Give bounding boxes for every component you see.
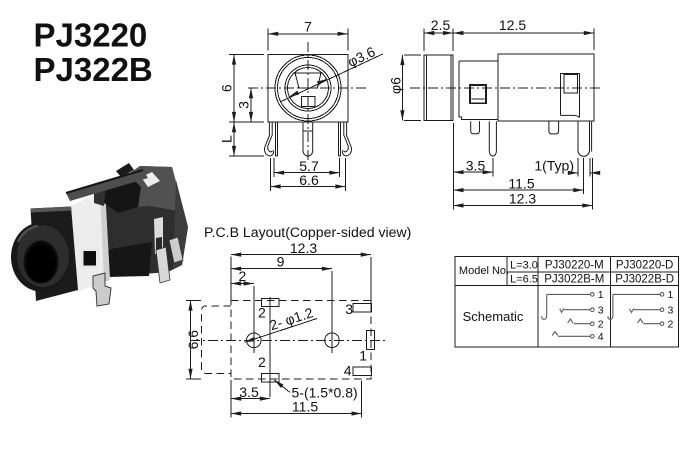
svg-text:2: 2 — [668, 319, 674, 331]
svg-text:3: 3 — [236, 101, 252, 109]
svg-text:PJ322B: PJ322B — [34, 51, 153, 88]
svg-text:6.6: 6.6 — [299, 172, 319, 188]
svg-text:5-(1.5*0.8): 5-(1.5*0.8) — [292, 384, 358, 400]
svg-text:7: 7 — [304, 19, 312, 35]
svg-text:2.5: 2.5 — [431, 17, 451, 33]
svg-text:2- φ1.2: 2- φ1.2 — [267, 304, 315, 333]
svg-text:L=6.5: L=6.5 — [510, 273, 538, 285]
svg-text:2: 2 — [598, 319, 604, 331]
svg-text:9: 9 — [277, 254, 285, 270]
svg-text:PJ3022B-D: PJ3022B-D — [615, 273, 674, 285]
svg-text:PJ30220-D: PJ30220-D — [616, 259, 674, 271]
svg-text:2: 2 — [258, 305, 266, 321]
svg-text:6: 6 — [219, 84, 235, 92]
svg-text:PJ30220-M: PJ30220-M — [545, 259, 604, 271]
svg-text:12.3: 12.3 — [290, 240, 317, 256]
svg-text:3.5: 3.5 — [239, 384, 259, 400]
svg-text:2: 2 — [258, 354, 266, 370]
svg-text:11.5: 11.5 — [292, 399, 318, 415]
svg-text:3.5: 3.5 — [466, 157, 486, 173]
svg-text:4: 4 — [344, 362, 352, 378]
svg-text:1(Typ): 1(Typ) — [534, 158, 574, 174]
svg-text:5.7: 5.7 — [299, 158, 319, 174]
svg-text:L: L — [219, 135, 235, 143]
svg-text:3: 3 — [345, 301, 353, 317]
svg-text:P.C.B Layout(Copper-sided view: P.C.B Layout(Copper-sided view) — [204, 224, 411, 240]
svg-text:PJ3022B-M: PJ3022B-M — [544, 273, 604, 285]
svg-text:φ3.6: φ3.6 — [345, 43, 378, 70]
svg-text:1: 1 — [359, 347, 367, 363]
svg-text:1: 1 — [668, 289, 674, 301]
svg-text:4: 4 — [598, 331, 604, 343]
svg-text:Model No.: Model No. — [459, 265, 509, 277]
svg-text:3: 3 — [668, 305, 674, 317]
svg-text:6.6: 6.6 — [185, 330, 201, 350]
svg-text:PJ3220: PJ3220 — [34, 17, 148, 54]
svg-text:3: 3 — [598, 305, 604, 317]
svg-text:L=3.0: L=3.0 — [510, 259, 538, 271]
svg-text:Schematic: Schematic — [463, 309, 524, 324]
svg-text:12.3: 12.3 — [509, 191, 536, 207]
svg-text:φ6: φ6 — [388, 77, 404, 94]
svg-text:11.5: 11.5 — [508, 175, 534, 191]
svg-text:12.5: 12.5 — [499, 17, 526, 33]
svg-text:1: 1 — [598, 289, 604, 301]
svg-text:2: 2 — [239, 268, 247, 284]
